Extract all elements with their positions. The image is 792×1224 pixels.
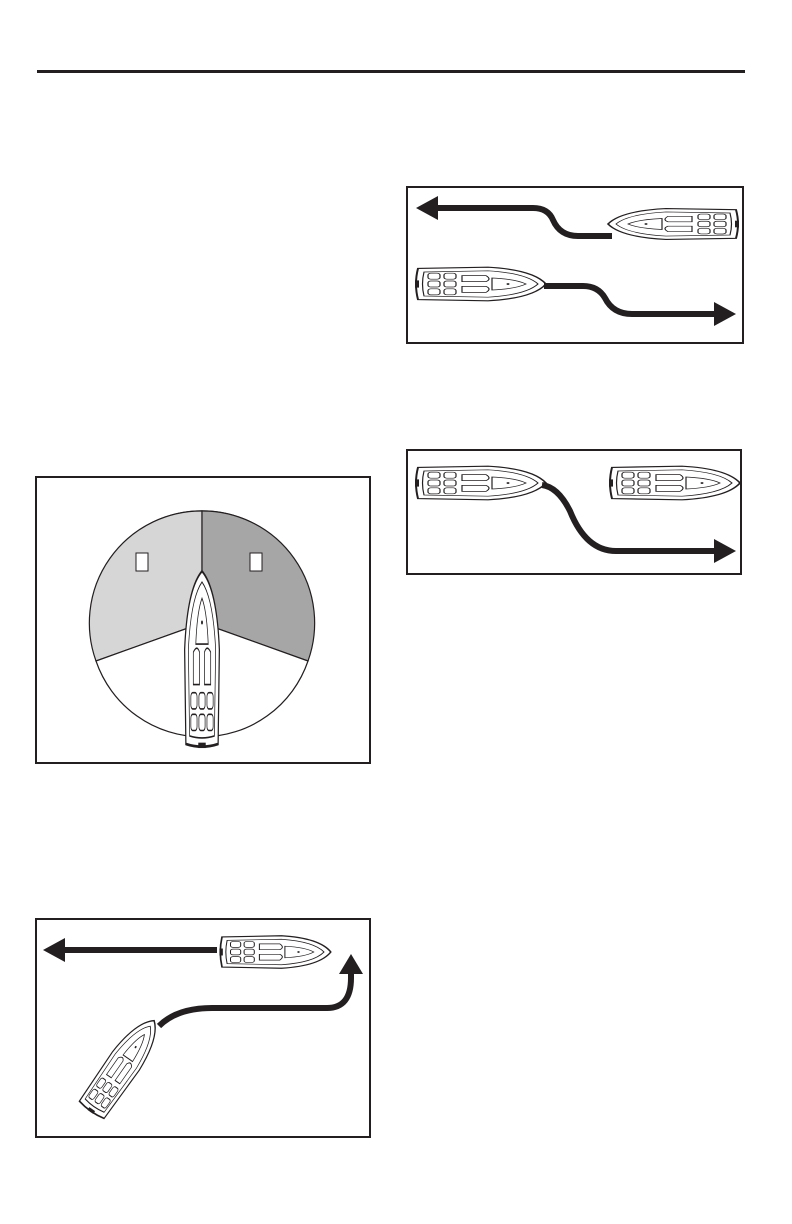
boat-icon xyxy=(219,936,330,968)
boat-icon xyxy=(608,209,739,240)
upper-arrow-head xyxy=(416,196,438,220)
boat-icon xyxy=(415,466,546,500)
boat-icon xyxy=(609,466,740,500)
port-sector-label-box xyxy=(136,553,148,571)
overtaking-diagram xyxy=(406,449,742,575)
meeting-head-on-diagram xyxy=(406,186,744,344)
header-rule xyxy=(37,70,745,73)
lower-arrow-line xyxy=(544,286,714,314)
turning-arrow-head xyxy=(339,954,363,974)
turning-arrow-line xyxy=(159,972,351,1026)
sector-diagram xyxy=(35,476,371,764)
overtaking-diagram-drawing xyxy=(408,451,740,573)
sector-diagram-drawing xyxy=(37,478,369,762)
upper-arrow-line xyxy=(438,208,612,236)
lower-arrow-head xyxy=(714,302,736,326)
overtaking-arrow-head xyxy=(714,539,736,563)
boat-icon xyxy=(77,1011,167,1121)
boat-icon xyxy=(415,267,546,301)
crossing-diagram xyxy=(35,918,371,1138)
westbound-arrow-head xyxy=(43,938,65,962)
starboard-sector-label-box xyxy=(250,553,262,571)
meeting-diagram-drawing xyxy=(408,188,742,342)
crossing-diagram-drawing xyxy=(37,920,369,1136)
